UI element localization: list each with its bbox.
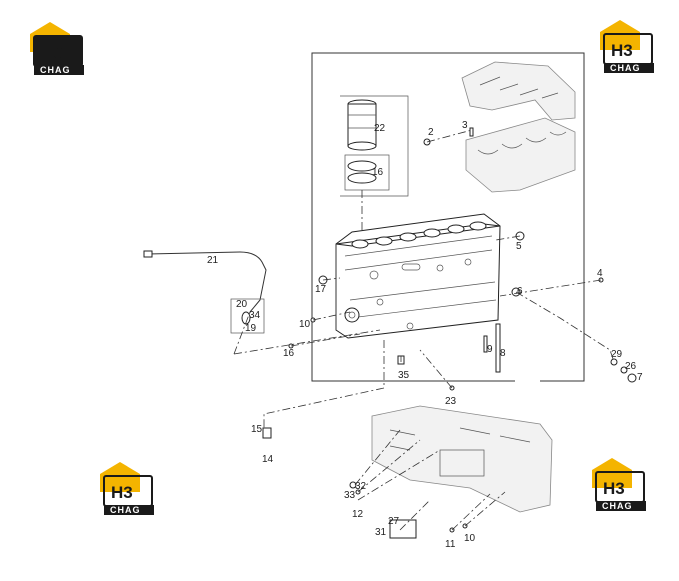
cylinder-block — [335, 213, 501, 365]
callout-19: 19 — [245, 323, 257, 334]
callout-10: 10 — [299, 319, 311, 330]
logo-mark: H3 — [611, 41, 633, 60]
logo-text: CHAG — [610, 63, 641, 73]
reference-block-top-view — [461, 61, 576, 193]
logo-text: CHAG — [40, 65, 71, 75]
callout-11: 11 — [445, 539, 456, 550]
brand-logo-top-right: H3 CHAG — [600, 20, 654, 73]
seal-26 — [620, 366, 628, 374]
callout-26: 26 — [625, 361, 637, 372]
callout-7: 7 — [637, 372, 643, 383]
logo-mark: H3 — [603, 479, 625, 498]
callout-16: 16 — [372, 167, 384, 178]
fitting-15 — [262, 427, 272, 439]
callout-20: 20 — [236, 299, 248, 310]
callout-10b: 10 — [464, 533, 476, 544]
callout-22: 22 — [374, 123, 386, 134]
callout-9: 9 — [487, 344, 493, 355]
callout-12: 12 — [352, 509, 364, 520]
o-ring-lower — [347, 172, 377, 184]
pin-3 — [469, 127, 474, 137]
logo-text: CHAG — [110, 505, 141, 515]
assembly-frame — [311, 52, 585, 382]
brand-logo-bottom-right: H3 CHAG — [592, 458, 646, 511]
callout-29: 29 — [611, 349, 623, 360]
callout-5: 5 — [516, 241, 522, 252]
plug-7 — [627, 373, 637, 383]
callout-labels: 22 16 2 3 5 21 4 6 17 20 34 19 10 16 9 8… — [207, 120, 643, 550]
callout-32: 32 — [355, 481, 367, 492]
o-ring-box — [344, 154, 390, 191]
callout-14: 14 — [262, 454, 274, 465]
o-ring-upper — [347, 160, 377, 172]
liner-group-bracket — [340, 95, 409, 197]
callout-33: 33 — [344, 490, 356, 501]
callout-23: 23 — [445, 396, 457, 407]
callout-6: 6 — [517, 286, 523, 297]
callout-4: 4 — [597, 268, 603, 279]
callout-15: 15 — [251, 424, 263, 435]
logo-mark: H3 — [111, 483, 133, 502]
reference-block-bottom-view — [371, 405, 553, 539]
bolt-9 — [483, 335, 488, 353]
leader-lines — [233, 129, 615, 531]
nut-32 — [349, 481, 357, 489]
brand-logo-top-left: H3 CHAG — [30, 22, 84, 75]
dipstick-tube — [147, 251, 267, 313]
brand-logo-bottom-left: H3 CHAG — [100, 462, 154, 515]
callout-21: 21 — [207, 255, 219, 266]
callout-8: 8 — [500, 348, 506, 359]
cylinder-liner — [347, 99, 377, 151]
bolt-8 — [495, 323, 501, 373]
callout-27: 27 — [388, 516, 400, 527]
callout-17: 17 — [315, 284, 327, 295]
callout-16b: 16 — [283, 348, 295, 359]
callout-34: 34 — [249, 310, 261, 321]
callout-35: 35 — [398, 370, 410, 381]
callout-31: 31 — [375, 527, 387, 538]
logo-text: CHAG — [602, 501, 633, 511]
logo-mark: H3 — [41, 43, 63, 62]
callout-3: 3 — [462, 120, 468, 131]
callout-2: 2 — [428, 127, 434, 138]
